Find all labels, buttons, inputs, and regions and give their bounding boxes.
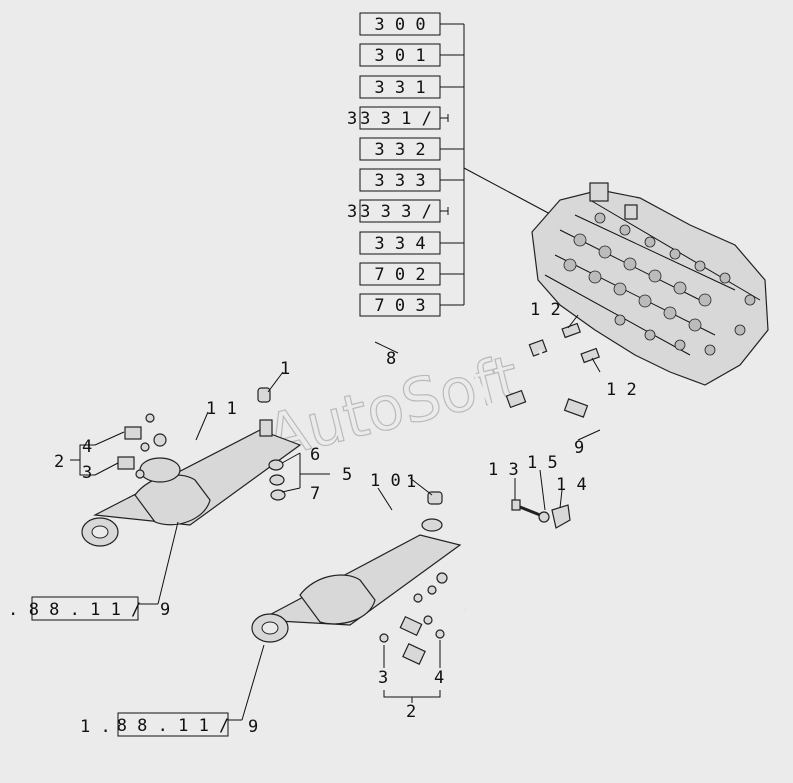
reference-box-list: 3 0 0 3 0 1 3 3 1 3 3 1 / 3 3 3 2 3 3 3 …	[347, 12, 553, 317]
callout-12-upper: 1 2	[530, 300, 561, 320]
callout-12-lower: 1 2	[606, 380, 637, 400]
valve-leader	[463, 167, 553, 216]
callout-9-hose: 9	[574, 438, 584, 458]
callout-2-lower: 2	[406, 702, 416, 722]
bracket-14[interactable]	[551, 504, 571, 529]
ref-box-4-label: 3 3 2	[374, 140, 425, 160]
callout-3-left: 3	[82, 463, 92, 483]
cylinder-lower[interactable]	[251, 518, 462, 643]
hose-10[interactable]	[276, 496, 457, 631]
callout-10: 1 0	[370, 471, 401, 491]
ref-left-1-box: 8 8 . 1 1 /	[29, 600, 142, 620]
ref-box-3-label: 3 3 1 /	[360, 109, 432, 129]
callout-8: 8	[386, 349, 396, 369]
fitting-group-lower[interactable]	[379, 572, 448, 665]
hose-9[interactable]	[463, 349, 635, 611]
callout-15: 1 5	[527, 453, 558, 473]
ref-box-6-prefix: 3	[347, 202, 357, 222]
hose-8[interactable]	[167, 328, 511, 412]
fitting-1-upper[interactable]	[257, 387, 273, 437]
callout-9-ref1: 9	[160, 600, 170, 620]
ref-box-7-label: 3 3 4	[374, 234, 425, 254]
callout-4-left: 4	[82, 437, 92, 457]
ref-left-2-box: 8 8 . 1 1 /	[117, 716, 230, 736]
ref-box-5-label: 3 3 3	[374, 171, 425, 191]
washer-15[interactable]	[538, 511, 550, 523]
callout-1-plug: 1	[406, 472, 416, 492]
callout-7: 7	[310, 484, 320, 504]
cylinder-upper[interactable]	[81, 429, 302, 547]
callout-13: 1 3	[488, 460, 519, 480]
callout-labels: 1 1 2 2 3 3 4 4 5 6 7 8 9 9 9 1 0 1 1 1 …	[54, 300, 637, 737]
ref-box-3-prefix: 3	[347, 109, 357, 129]
bolt-13[interactable]	[511, 499, 541, 517]
callout-3-lower: 3	[378, 668, 388, 688]
callout-14: 1 4	[556, 475, 587, 495]
ref-left-2[interactable]: 1 . 8 8 . 1 1 /	[80, 712, 230, 737]
ref-box-2-label: 3 3 1	[374, 78, 425, 98]
callout-6: 6	[310, 445, 320, 465]
control-valve-block	[531, 182, 769, 386]
fitting-group-left[interactable]	[117, 413, 167, 479]
callout-9-ref2: 9	[248, 717, 258, 737]
callout-2-left: 2	[54, 452, 64, 472]
ref-box-6-label: 3 3 3 /	[360, 202, 432, 222]
callout-4-lower: 4	[434, 668, 444, 688]
ref-left-1[interactable]: . 8 8 . 1 1 /	[8, 596, 142, 621]
ref-box-8-label: 7 0 2	[374, 265, 425, 285]
ref-box-0-label: 3 0 0	[374, 15, 425, 35]
fitting-6-7[interactable]	[268, 459, 286, 501]
box-bracket	[440, 23, 465, 306]
ref-box-1-label: 3 0 1	[374, 46, 425, 66]
callout-11: 1 1	[206, 399, 237, 419]
ref-left-2-prefix: 1 .	[80, 717, 111, 737]
callout-leaders	[70, 314, 601, 721]
fitting-12-lower[interactable]	[580, 347, 600, 364]
fitting-12-upper[interactable]	[561, 322, 581, 339]
callout-5: 5	[342, 465, 352, 485]
ref-left-1-prefix: .	[8, 600, 18, 620]
ref-box-9-label: 7 0 3	[374, 296, 425, 316]
callout-1-upper: 1	[280, 359, 290, 379]
